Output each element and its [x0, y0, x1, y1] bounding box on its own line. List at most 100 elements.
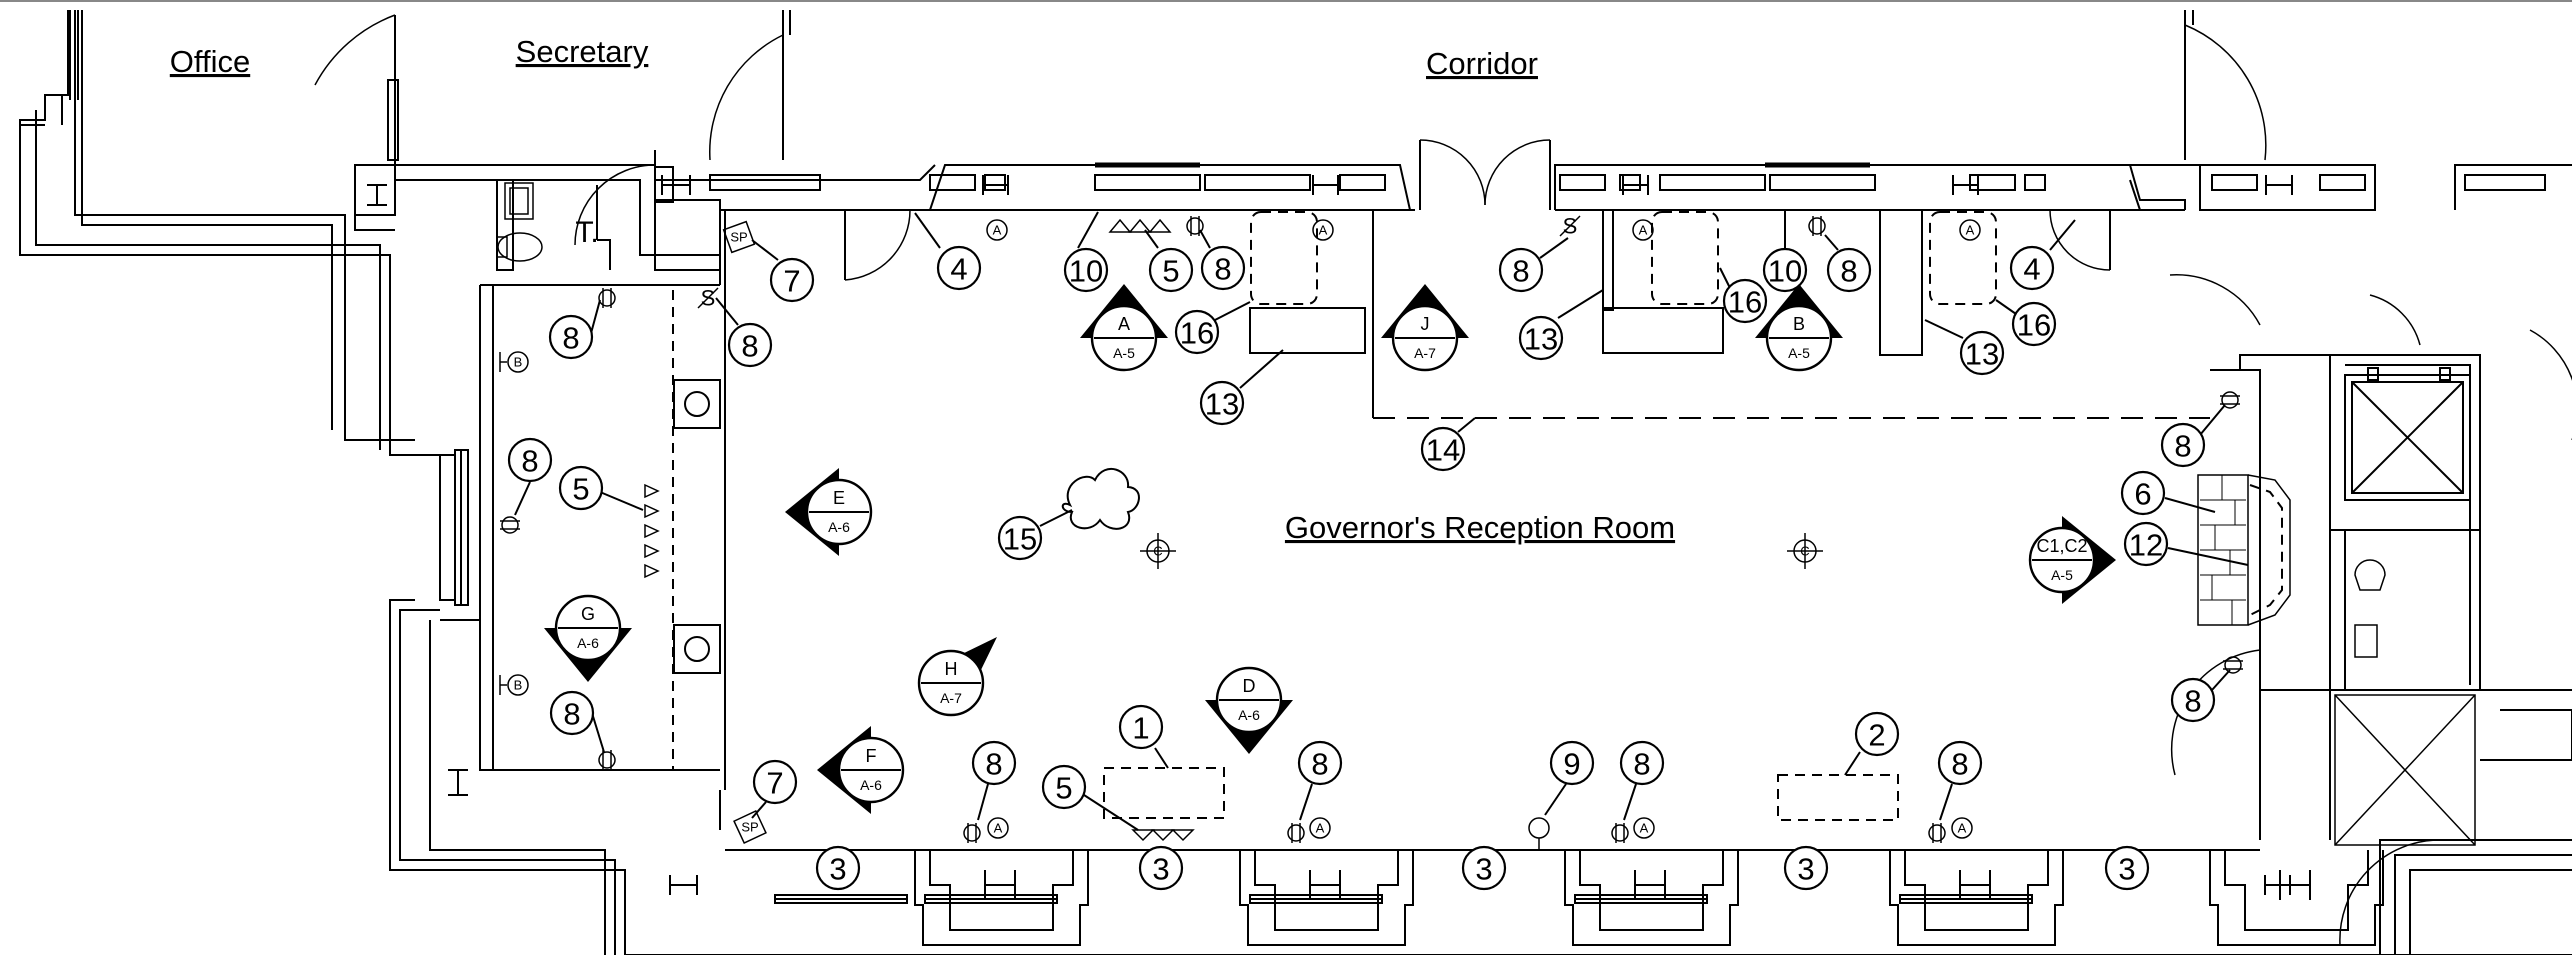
keynote-tag-3: 3 — [1461, 845, 1507, 891]
marker-a-label: A — [994, 821, 1003, 836]
marker-b-label: B — [514, 355, 523, 370]
section-marker-c1c2: C1,C2A-5 — [2028, 516, 2116, 604]
device-marker-a: A A A A A A A A — [986, 219, 1981, 839]
exterior-walls — [19, 10, 2572, 955]
keynote-tag-5: 5 — [1148, 247, 1194, 293]
keynote-number: 8 — [741, 329, 758, 364]
dashed-elements — [830, 209, 2210, 821]
keynote-circle — [2170, 677, 2216, 723]
keynote-tag-4: 4 — [936, 245, 982, 291]
keynote-tag-14: 14 — [1420, 426, 1466, 472]
section-sheet: A-6 — [1238, 707, 1260, 723]
keynote-circle — [752, 759, 798, 805]
window-pier — [1239, 850, 1414, 946]
keynote-circle — [1854, 711, 1900, 757]
keynote-number: 3 — [2118, 852, 2135, 887]
section-id: J — [1421, 314, 1430, 334]
keynote-circle — [815, 845, 861, 891]
section-marker-d: DA-6 — [1205, 666, 1293, 754]
keynote-circle — [1783, 845, 1829, 891]
fixtures: C C A A A A A A A A B B — [499, 214, 2243, 850]
keynote-tag-12: 12 — [2123, 521, 2169, 567]
speaker-label: SP — [730, 230, 747, 245]
keynote-number: 3 — [1152, 852, 1169, 887]
speaker-marker: SP SP — [722, 220, 767, 844]
keynote-circle — [1200, 245, 1246, 291]
keynote-tag-8: 8 — [727, 322, 773, 368]
keynote-tag-5: 5 — [558, 465, 604, 511]
keynote-number: 5 — [1055, 771, 1072, 806]
keynote-number: 8 — [2174, 429, 2191, 464]
keynote-circle — [1461, 845, 1507, 891]
keynote-tag-3: 3 — [2104, 845, 2150, 891]
window-pier — [2209, 850, 2384, 946]
window-bay — [1899, 894, 2033, 904]
keynote-circle — [2104, 845, 2150, 891]
section-id: F — [866, 746, 877, 766]
outlet-symbols — [500, 216, 2243, 850]
keynote-circle — [1138, 845, 1184, 891]
window-bay — [1249, 894, 1383, 904]
keynote-circle — [2123, 521, 2169, 567]
window-bay — [924, 894, 1058, 904]
keynote-number: 8 — [2184, 684, 2201, 719]
keynote-circle — [1174, 309, 1220, 355]
keynote-number: 16 — [1728, 285, 1762, 320]
keynote-tag-16: 16 — [2011, 301, 2057, 347]
keynote-circle — [1518, 315, 1564, 361]
keynote-number: 3 — [829, 852, 846, 887]
keynote-tag-8: 8 — [1937, 740, 1983, 786]
keynote-number: 14 — [1426, 433, 1460, 468]
keynote-tag-8: 8 — [2170, 677, 2216, 723]
keynote-number: 8 — [521, 444, 538, 479]
room-labels: Office Secretary Corridor Governor's Rec… — [170, 34, 1675, 545]
section-marker-g: GA-6 — [544, 594, 632, 682]
keynote-number: 8 — [1311, 747, 1328, 782]
keynote-tag-8: 8 — [971, 740, 1017, 786]
keynote-number: 8 — [1512, 254, 1529, 289]
keynote-circle — [1148, 247, 1194, 293]
keynote-number: 5 — [572, 472, 589, 507]
window-pier — [914, 850, 1089, 946]
keynote-number: 3 — [1797, 852, 1814, 887]
keynote-tag-6: 6 — [2120, 470, 2166, 516]
keynote-number: 7 — [766, 766, 783, 801]
section-sheet: A-6 — [860, 777, 882, 793]
keynote-tag-10: 10 — [1063, 247, 1109, 293]
keynote-number: 4 — [2023, 252, 2040, 287]
keynote-circle — [1959, 330, 2005, 376]
switch-marker: S S — [697, 214, 1581, 311]
keynote-circle — [971, 740, 1017, 786]
keynote-number: 6 — [2134, 477, 2151, 512]
keynote-number: 4 — [950, 252, 967, 287]
keynote-tag-16: 16 — [1722, 278, 1768, 324]
keynote-circle — [1041, 764, 1087, 810]
keynote-tag-10: 10 — [1762, 247, 1808, 293]
keynote-number: 8 — [1633, 747, 1650, 782]
doors — [314, 14, 2572, 946]
section-markers: AA-5JA-7BA-5EA-6C1,C2A-5GA-6HA-7DA-6FA-6 — [544, 284, 2116, 814]
marker-a-label: A — [1319, 223, 1328, 238]
keynote-tag-13: 13 — [1518, 315, 1564, 361]
keynote-number: 12 — [2129, 528, 2163, 563]
keynote-tag-3: 3 — [1783, 845, 1829, 891]
keynote-number: 8 — [1951, 747, 1968, 782]
keynote-number: 8 — [985, 747, 1002, 782]
speaker-label: SP — [741, 820, 758, 835]
keynote-circle — [1063, 247, 1109, 293]
marker-a-label: A — [1966, 223, 1975, 238]
marker-a-label: A — [993, 223, 1002, 238]
keynote-number: 8 — [1840, 254, 1857, 289]
keynote-circle — [1199, 380, 1245, 426]
ceiling-light-label: C — [1153, 544, 1162, 559]
section-sheet: A-6 — [828, 519, 850, 535]
keynote-tag-8: 8 — [1297, 740, 1343, 786]
keynote-circle — [507, 437, 553, 483]
keynote-circle — [549, 690, 595, 736]
right-rooms — [2197, 354, 2572, 895]
keynote-circle — [2160, 422, 2206, 468]
keynote-circle — [2120, 470, 2166, 516]
keynote-tag-4: 4 — [2009, 245, 2055, 291]
